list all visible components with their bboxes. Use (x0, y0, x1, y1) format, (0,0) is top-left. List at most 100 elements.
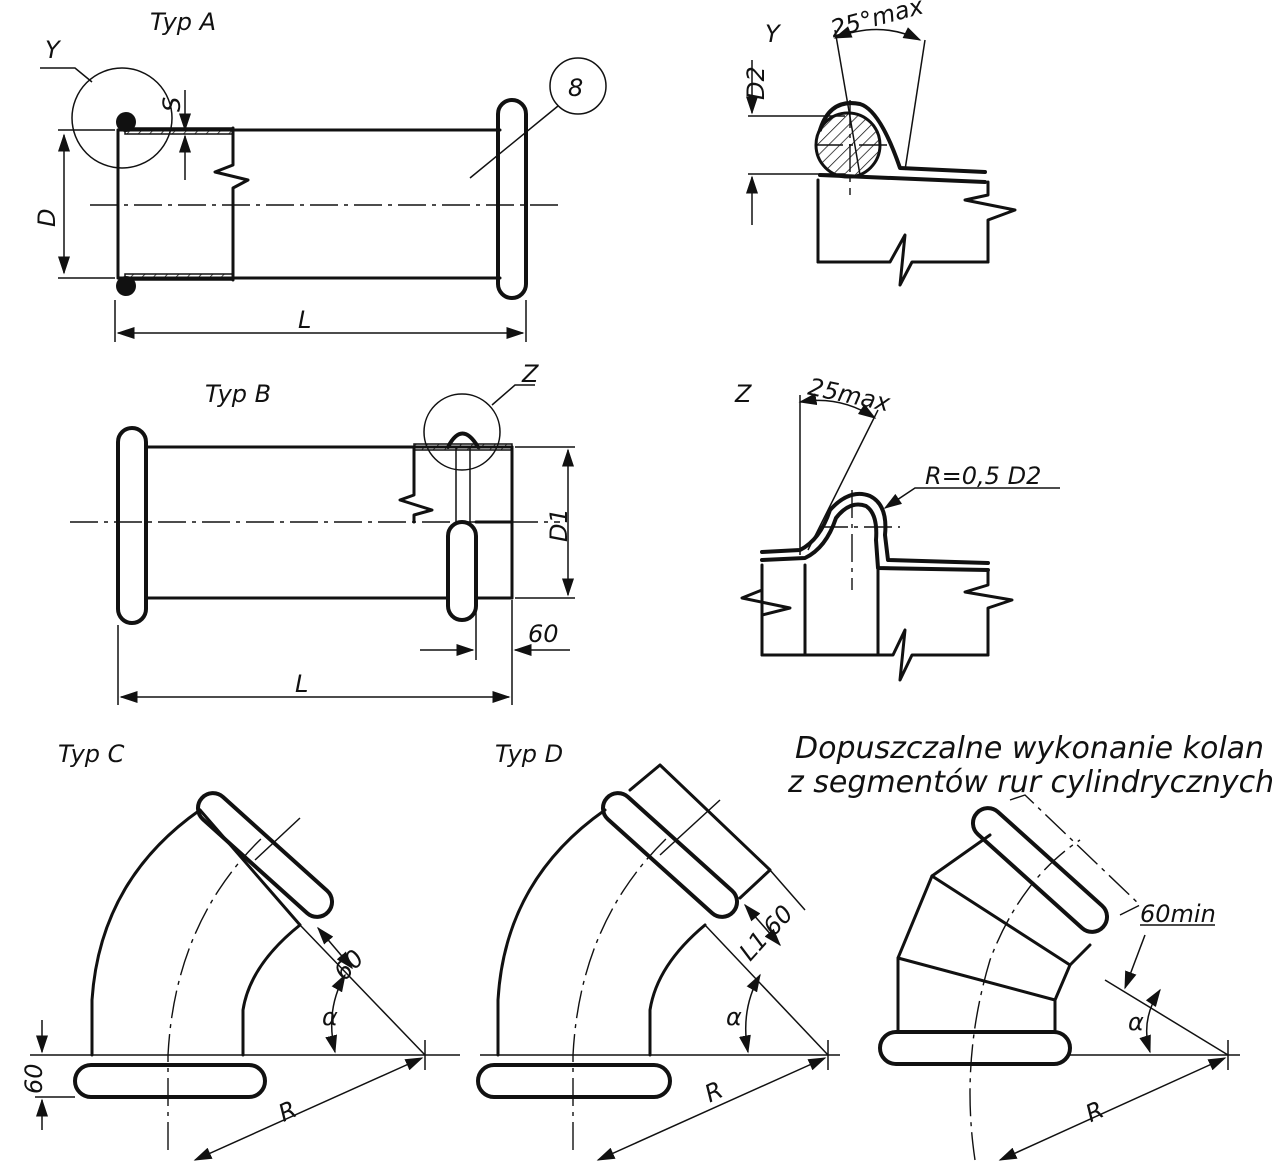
segmented-elbow-60min-label: 60min (1140, 900, 1216, 928)
segmented-elbow-60min-outline (1009, 794, 1142, 916)
detail-y-body-bottom (816, 233, 990, 287)
typ-d-view: Typ D L1 60 R α (476, 740, 840, 1161)
typ-c-60-dim-angled (317, 926, 353, 970)
typ-d-top-centerline (659, 799, 721, 856)
segmented-elbow-60min-arrow (1124, 934, 1146, 990)
detail-y-label: Y (45, 36, 62, 64)
typ-a-title: Typ A (150, 8, 216, 36)
typ-c-centerline (167, 834, 266, 1150)
typ-c-60-label-angled: 60 (328, 944, 369, 985)
typ-d-socket (628, 763, 772, 900)
typ-d-alpha-label: α (726, 1003, 742, 1031)
typ-d-top-bead (600, 791, 740, 919)
detail-z-angle-arc (798, 393, 877, 419)
balloon-8 (549, 57, 607, 115)
typ-b-title: Typ B (205, 380, 271, 408)
typ-c-radius-line-top (299, 924, 426, 1056)
segmented-elbow-outer (896, 833, 992, 1034)
typ-c-alpha-arc (325, 973, 346, 1054)
typ-a-d-label: D (33, 209, 61, 227)
segmented-elbow-view: Dopuszczalne wykonanie kolan z segmentów… (787, 731, 1272, 1161)
detail-y-leader (40, 67, 93, 83)
detail-z-leader (491, 384, 535, 406)
detail-z-radius-label: R=0,5 D2 (925, 462, 1041, 490)
typ-a-bead-bottom (116, 276, 136, 296)
typ-c-title: Typ C (58, 740, 125, 768)
detail-y-d2-label: D2 (742, 66, 770, 100)
segmented-elbow-alpha-label: α (1128, 1008, 1144, 1036)
typ-c-top-end (198, 808, 302, 927)
typ-d-60-ext (769, 869, 806, 911)
typ-d-r-dim (596, 1057, 827, 1161)
typ-d-title: Typ D (495, 740, 563, 768)
typ-b-left-bead (116, 426, 148, 625)
segmented-elbow-r-dim (998, 1057, 1227, 1161)
typ-d-60-label: 60 (758, 900, 799, 941)
typ-c-alpha-label: α (322, 1003, 338, 1031)
detail-y-wall-outer (818, 101, 987, 174)
detail-y-angle-arc (833, 26, 922, 41)
segmented-elbow-alpha-arc (1139, 988, 1161, 1054)
detail-z-angle-line-2 (807, 409, 879, 551)
typ-a-top-wall-section (124, 127, 234, 135)
typ-c-inner-arc (241, 923, 302, 1057)
segmented-elbow-bottom-bead (878, 1030, 1072, 1066)
segment-joint-1 (896, 956, 1057, 1002)
typ-b-d1-label: D1 (545, 508, 573, 542)
note-line-2: z segmentów rur cylindrycznych (787, 765, 1272, 800)
typ-a-bead-top (116, 112, 136, 132)
typ-d-alpha-arc (739, 973, 761, 1054)
detail-z-break-left (740, 588, 792, 617)
typ-d-l1-dim (744, 903, 781, 947)
balloon-8-label: 8 (568, 74, 583, 102)
typ-a-s-label: S (158, 97, 186, 112)
detail-z-view: Z 25max R=0,5 D2 (734, 373, 1060, 682)
detail-y-view: Y 25°max D2 (742, 0, 1017, 287)
detail-z-title: Z (734, 380, 752, 408)
typ-b-wall-section (413, 443, 513, 451)
segmented-elbow-inner (1053, 943, 1092, 1034)
typ-c-60-label-vertical: 60 (20, 1063, 48, 1094)
segmented-elbow-centerline (969, 839, 1081, 1161)
typ-d-radius-line-top (704, 924, 829, 1056)
typ-c-r-dim (193, 1057, 424, 1161)
typ-d-bottom-bead (476, 1063, 672, 1099)
detail-y-angle-line-2 (904, 39, 926, 171)
typ-a-bottom-wall-section (124, 273, 234, 281)
typ-b-view: Typ B Z D1 60 L (70, 360, 575, 705)
typ-a-view: Typ A Y S D L 8 (33, 8, 607, 342)
segmented-elbow-radius-line-top (1104, 979, 1229, 1056)
typ-c-view: Typ C 60 60 R α (20, 740, 460, 1161)
typ-c-top-bead (195, 791, 335, 919)
typ-a-right-bead (496, 98, 528, 300)
typ-b-60-label: 60 (528, 620, 559, 648)
detail-y-circle (71, 67, 173, 169)
detail-y-title: Y (765, 20, 782, 48)
typ-b-socket-bead (446, 520, 478, 622)
typ-a-l-label: L (298, 306, 311, 334)
typ-c-bottom-bead (73, 1063, 267, 1099)
typ-d-inner-arc (648, 923, 707, 1057)
balloon-8-leader (469, 105, 559, 179)
typ-d-outer-arc (496, 808, 607, 1057)
detail-z-callout-label: Z (521, 360, 539, 388)
typ-a-break-line (213, 126, 250, 282)
detail-z-circle (423, 393, 501, 471)
typ-c-outer-arc (90, 808, 202, 1057)
typ-b-break-line (398, 445, 434, 524)
detail-z-radius-leader (883, 487, 1060, 509)
typ-c-top-centerline (254, 817, 301, 861)
detail-z-body-right (963, 568, 1014, 657)
detail-z-25max-label: 25max (806, 373, 894, 418)
detail-z-body-bottom (760, 628, 990, 682)
detail-y-wall-inner (818, 173, 987, 184)
typ-b-bead-profile (446, 431, 480, 449)
segmented-elbow-r-label: R (1081, 1096, 1108, 1128)
note-line-1: Dopuszczalne wykonanie kolan (795, 731, 1264, 766)
typ-d-centerline (572, 834, 671, 1150)
segment-joint-2 (930, 874, 1072, 967)
typ-b-l-label: L (295, 670, 308, 698)
detail-y-body-right (963, 180, 1017, 264)
segmented-elbow-top-bead (970, 806, 1110, 934)
